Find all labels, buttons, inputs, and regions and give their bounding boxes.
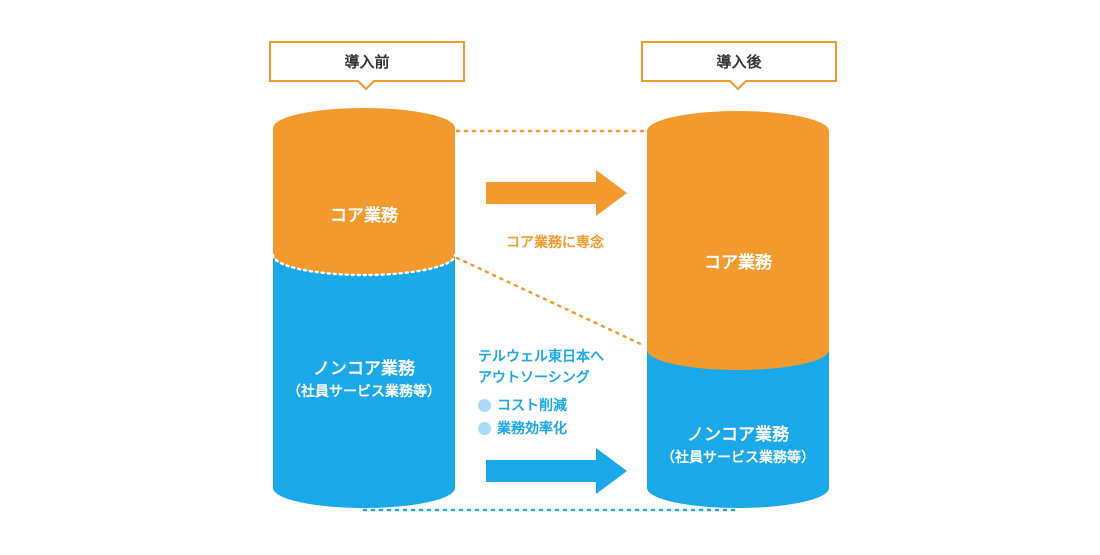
focus-label: コア業務に専念	[506, 235, 604, 251]
core-arrow	[486, 170, 627, 216]
bullet-dot-icon	[478, 421, 491, 435]
outsourcing-line2: アウトソーシング	[478, 370, 590, 386]
after-core-label: コア業務	[704, 253, 772, 273]
bullet-dot-icon	[478, 398, 491, 412]
after-tag-box	[641, 41, 837, 91]
after-cylinder-top	[647, 111, 829, 151]
benefit-item-cost: コスト削減	[478, 395, 567, 415]
after-noncore-sub-label: （社員サービス業務等）	[661, 450, 815, 466]
before-noncore-label: ノンコア業務	[313, 359, 415, 379]
after-cylinder	[647, 111, 829, 508]
after-noncore-segment	[647, 350, 829, 508]
outsourcing-line1: テルウェル東日本へ	[478, 349, 604, 365]
before-cylinder-top	[273, 108, 455, 148]
before-cylinder	[271, 108, 457, 508]
benefit-label: コスト削減	[497, 398, 567, 414]
before-core-segment	[273, 128, 455, 275]
before-tag-box	[269, 41, 465, 91]
before-core-label: コア業務	[330, 206, 398, 226]
after-noncore-label: ノンコア業務	[687, 425, 789, 445]
before-noncore-sub-label: （社員サービス業務等）	[287, 384, 441, 400]
after-tag-label: 導入後	[716, 53, 762, 71]
before-divider-line	[271, 253, 457, 277]
before-tag-label: 導入前	[344, 53, 390, 71]
after-core-segment	[647, 131, 829, 370]
before-noncore-segment	[273, 255, 455, 508]
diagonal-connector-line	[455, 256, 647, 348]
benefit-item-efficiency: 業務効率化	[478, 418, 567, 438]
benefit-label: 業務効率化	[497, 421, 567, 437]
noncore-arrow	[486, 448, 627, 494]
